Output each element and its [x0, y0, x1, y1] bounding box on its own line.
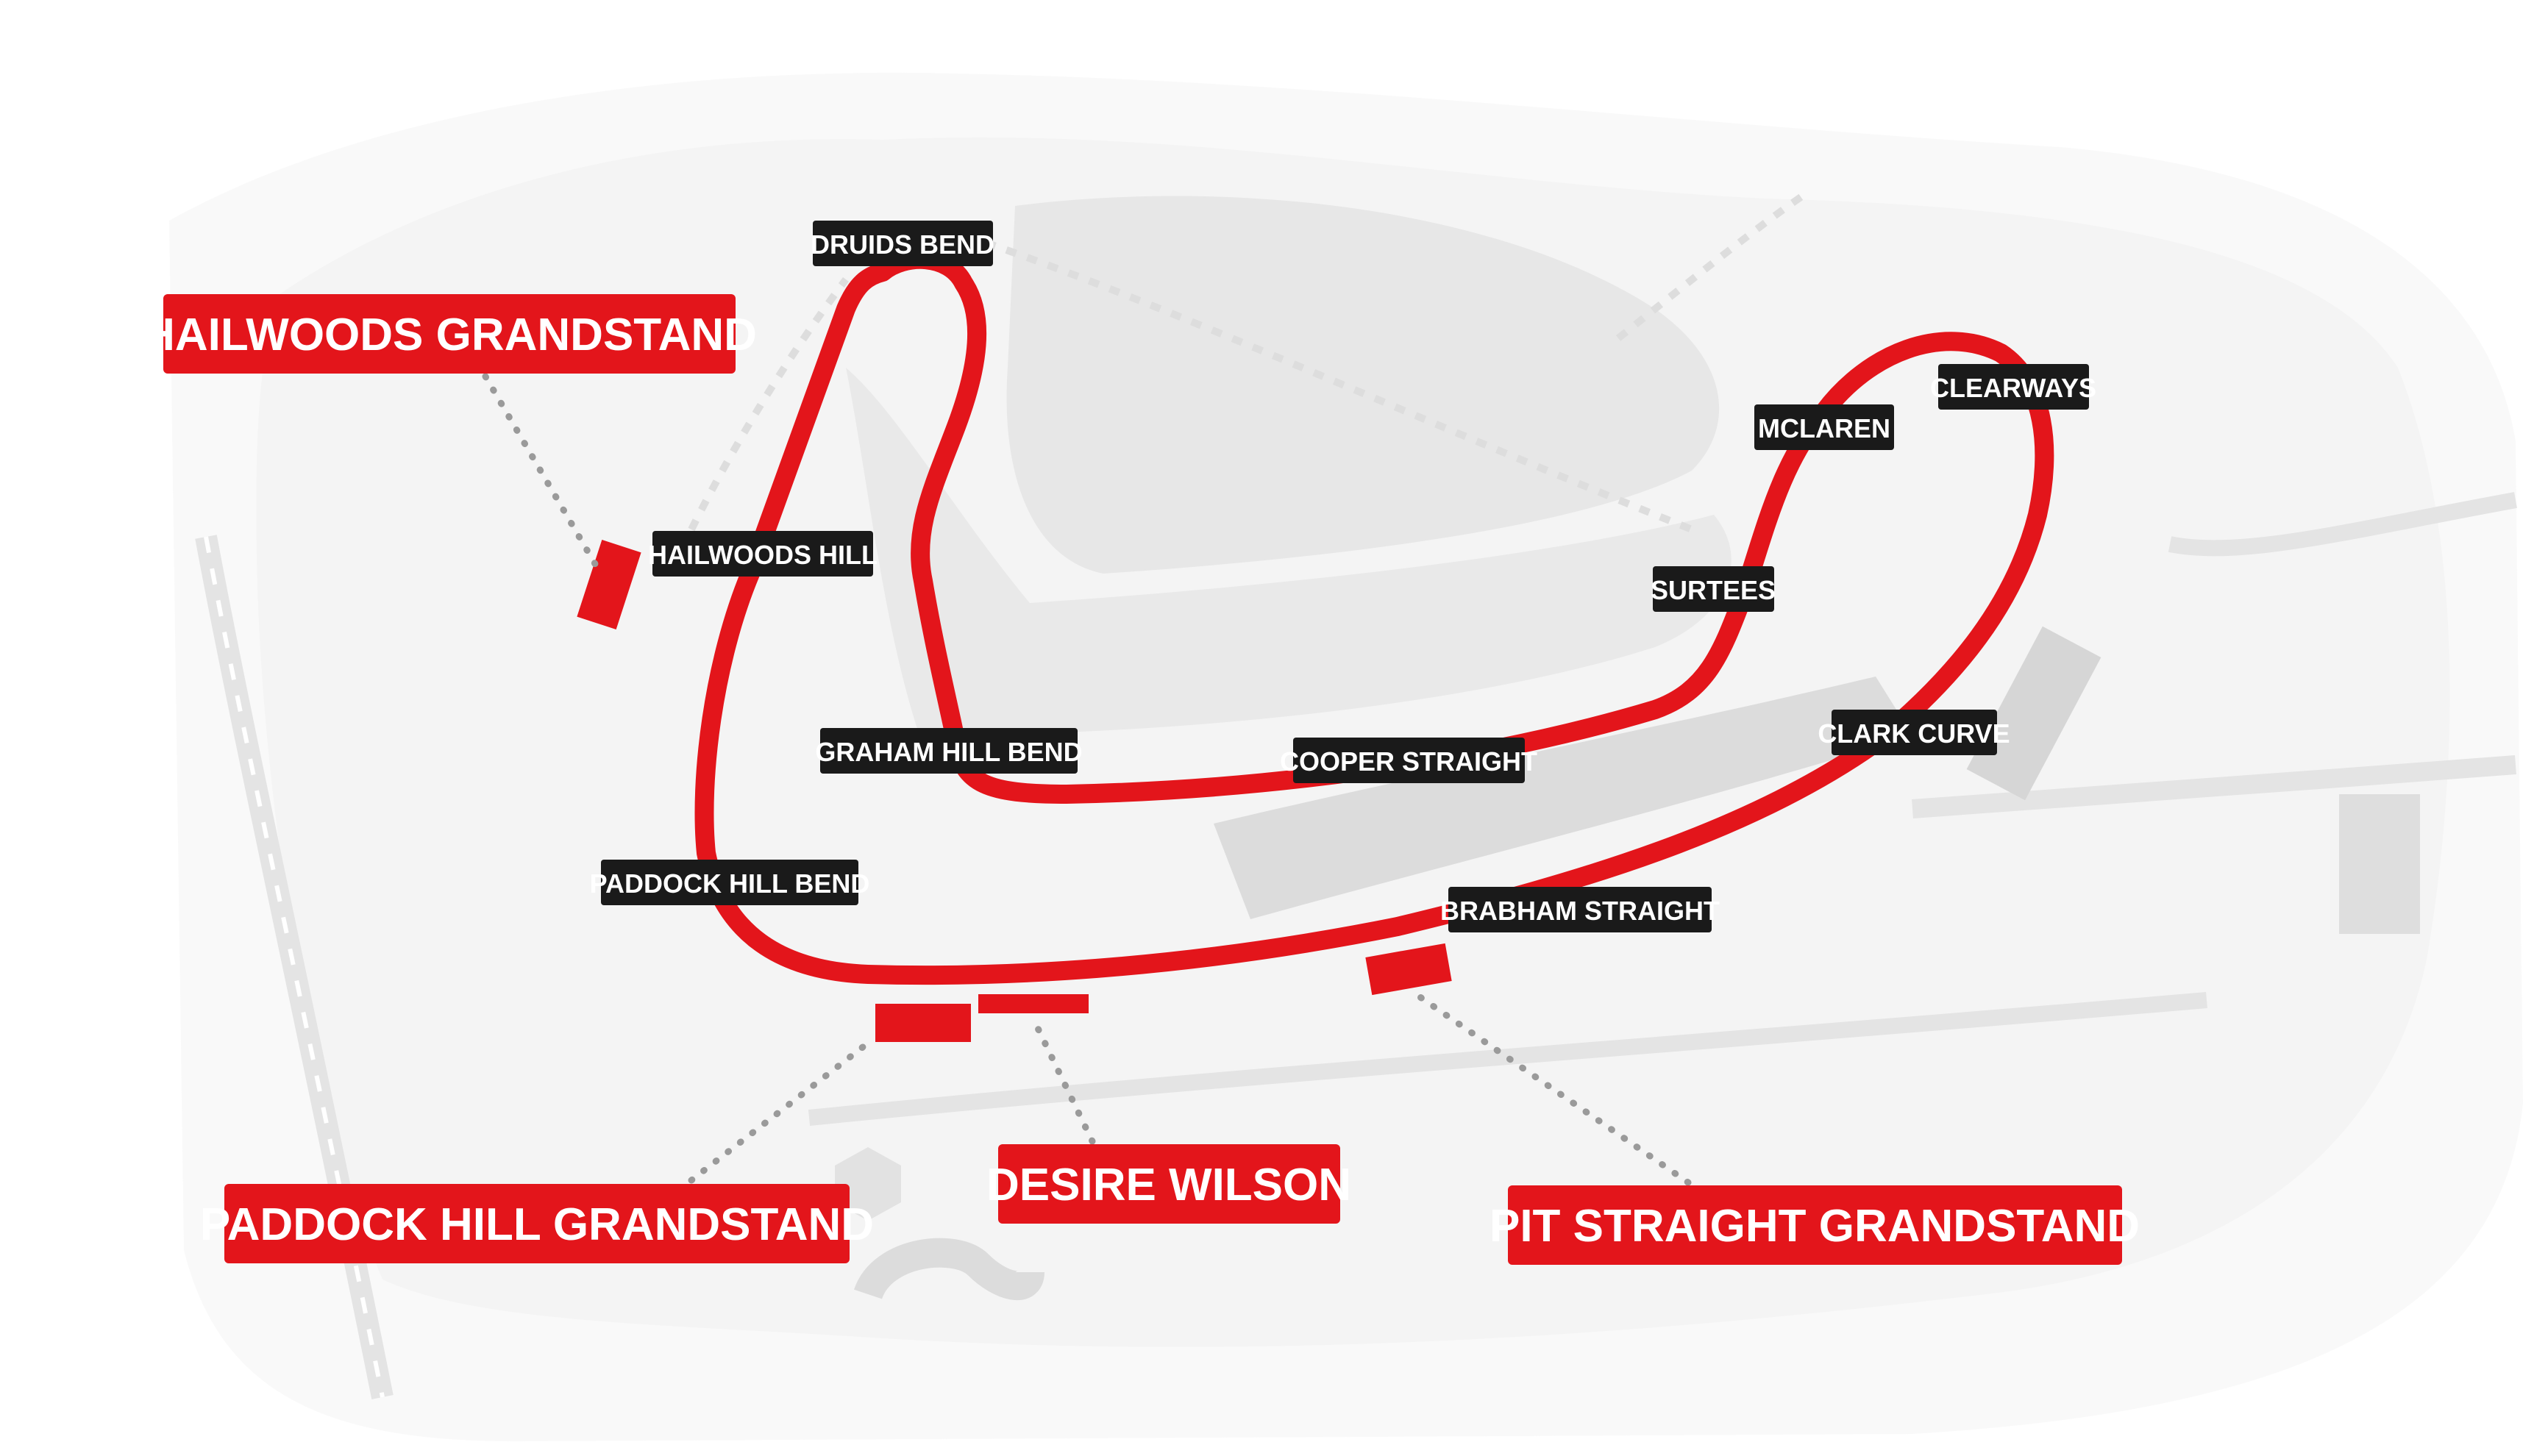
- access-road: [1912, 755, 2516, 818]
- grandstand-labels: HAILWOODS GRANDSTAND PADDOCK HILL GRANDS…: [142, 294, 2140, 1265]
- grandstand-desire-wilson: [978, 994, 1089, 1013]
- corner-label: BRABHAM STRAIGHT: [1440, 887, 1720, 932]
- grandstand-label-bg: [224, 1184, 850, 1263]
- lake-area: [1006, 196, 1720, 574]
- corner-label-text: GRAHAM HILL BEND: [815, 737, 1082, 767]
- footpaths: [688, 188, 1812, 533]
- access-road-3: [2168, 492, 2517, 557]
- grandstand-label-bg: [163, 294, 736, 374]
- corner-label-bg: [1754, 404, 1894, 450]
- pit-area: [1214, 677, 1912, 919]
- corner-label-text: CLEARWAYS: [1930, 373, 2096, 403]
- corner-label-text: PADDOCK HILL BEND: [590, 868, 870, 899]
- corner-label: DRUIDS BEND: [811, 221, 994, 266]
- kart-track: [854, 1238, 1044, 1300]
- grandstand-label-bg: [998, 1144, 1340, 1224]
- corner-label: COOPER STRAIGHT: [1280, 738, 1537, 783]
- corner-label-text: BRABHAM STRAIGHT: [1440, 896, 1720, 926]
- grandstand-label-text: DESIRE WILSON: [986, 1160, 1351, 1210]
- hexagon-building: [835, 1147, 901, 1221]
- corner-label-text: MCLAREN: [1758, 413, 1890, 443]
- corner-label: GRAHAM HILL BEND: [815, 728, 1083, 774]
- service-building: [1966, 626, 2101, 801]
- grandstand-label-text: HAILWOODS GRANDSTAND: [142, 310, 757, 360]
- footpath: [1615, 188, 1812, 341]
- corner-label-bg: [820, 728, 1078, 774]
- corner-label-text: SURTEES: [1651, 575, 1776, 605]
- inner-field: [846, 368, 1732, 735]
- grandstand-label: DESIRE WILSON: [986, 1144, 1351, 1224]
- corner-label-bg: [1293, 738, 1525, 783]
- corner-label-bg: [813, 221, 993, 266]
- corner-label: PADDOCK HILL BEND: [590, 860, 870, 905]
- connector-lines: [482, 373, 1692, 1186]
- grandstand-label: PIT STRAIGHT GRANDSTAND: [1490, 1185, 2140, 1265]
- footpath: [984, 239, 1693, 533]
- grandstand-label: PADDOCK HILL GRANDSTAND: [200, 1184, 874, 1263]
- corner-label-bg: [1832, 710, 1997, 755]
- corner-label-bg: [601, 860, 858, 905]
- grandstand-label-text: PADDOCK HILL GRANDSTAND: [200, 1199, 874, 1250]
- grandstand-pit-straight: [1365, 943, 1452, 996]
- corner-label: CLEARWAYS: [1930, 364, 2096, 410]
- corner-label-bg: [1653, 566, 1774, 612]
- corner-label: CLARK CURVE: [1818, 710, 2010, 755]
- corner-label-text: HAILWOODS HILL: [648, 540, 878, 570]
- connector-hailwoods: [482, 373, 601, 571]
- corner-label-text: DRUIDS BEND: [811, 229, 994, 260]
- grandstand-paddock-hill: [875, 1004, 971, 1042]
- corner-label-bg: [1448, 887, 1712, 932]
- grandstand-hailwoods: [577, 540, 641, 629]
- corner-label-text: COOPER STRAIGHT: [1280, 746, 1537, 777]
- corner-label: HAILWOODS HILL: [648, 531, 878, 577]
- grandstand-label: HAILWOODS GRANDSTAND: [142, 294, 757, 374]
- corner-label: MCLAREN: [1754, 404, 1894, 450]
- paddock-building: [2339, 794, 2420, 934]
- access-road-2: [808, 992, 2207, 1126]
- connector-pit-straight: [1412, 991, 1692, 1186]
- corner-label-bg: [652, 531, 873, 577]
- corner-labels: DRUIDS BEND HAILWOODS HILL GRAHAM HILL B…: [590, 221, 2096, 932]
- grandstand-blocks: [577, 540, 1452, 1042]
- footpath: [688, 277, 850, 532]
- corner-label: SURTEES: [1651, 566, 1776, 612]
- grandstand-label-text: PIT STRAIGHT GRANDSTAND: [1490, 1201, 2140, 1252]
- corner-label-bg: [1938, 364, 2089, 410]
- connector-paddock-hill: [688, 1041, 870, 1184]
- corner-label-text: CLARK CURVE: [1818, 718, 2010, 749]
- grandstand-label-bg: [1508, 1185, 2122, 1265]
